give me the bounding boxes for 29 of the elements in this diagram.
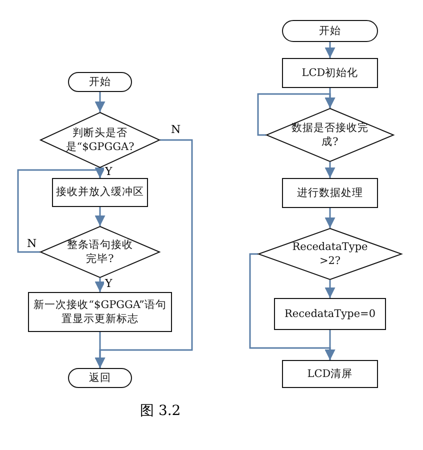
edge-label: Y xyxy=(104,166,114,178)
decision-diamond: 数据是否接收完成? xyxy=(266,108,394,162)
arrow xyxy=(94,92,106,112)
arrow xyxy=(324,42,336,58)
decision-diamond: 判断头是否是“$GPGGA? xyxy=(40,112,160,168)
decision-diamond: RecedataType >2? xyxy=(258,228,402,280)
arrow xyxy=(324,162,336,178)
terminal-shape: 返回 xyxy=(68,368,132,388)
arrow xyxy=(249,253,336,360)
arrow xyxy=(17,168,106,253)
process-box: 新一次接收“$GPGGA”语句置显示更新标志 xyxy=(28,292,172,332)
process-box: LCD清屏 xyxy=(282,360,378,388)
decision-diamond: 整条语句接收完毕? xyxy=(40,226,160,278)
arrow xyxy=(94,278,106,292)
edge-label: N xyxy=(170,124,182,136)
process-box: 接收并放入缓冲区 xyxy=(52,178,148,207)
arrow xyxy=(324,208,336,228)
arrow xyxy=(324,280,336,298)
arrow xyxy=(257,93,336,136)
edge-label: N xyxy=(26,238,38,250)
process-box: 进行数据处理 xyxy=(282,178,378,208)
terminal-shape: 开始 xyxy=(282,20,378,42)
edge-label: Y xyxy=(104,278,114,290)
arrow xyxy=(94,139,193,368)
arrow xyxy=(94,207,106,226)
process-box: RecedataType=0 xyxy=(274,298,386,330)
process-box: LCD初始化 xyxy=(282,58,378,88)
figure-caption: 图 3.2 xyxy=(140,402,181,420)
terminal-shape: 开始 xyxy=(68,72,132,92)
